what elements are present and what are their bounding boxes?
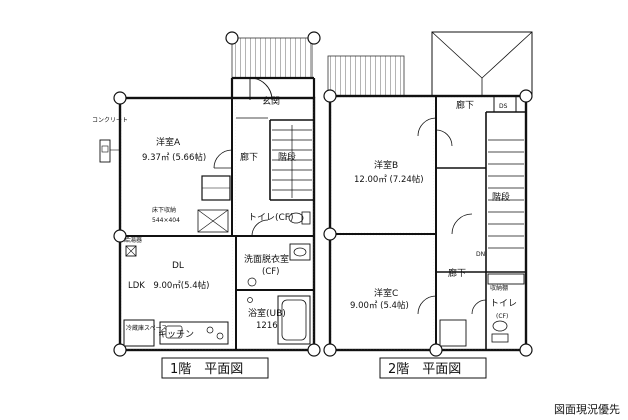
concrete-label: コンクリート [92,117,128,124]
toilet2-sub: (CF) [496,313,508,320]
ds-label: DS [499,103,508,110]
washroom-sub: (CF) [262,267,279,277]
ldk-label: LDK 9.00㎡(5.4帖) [128,280,209,291]
floor2-labels: 洋室B 12.00㎡ (7.24帖) 洋室C 9.00㎡ (5.4帖) 廊下 廊… [350,99,517,320]
room-c-area: 9.00㎡ (5.4帖) [350,300,409,311]
floor1-caption: 1階 平面図 [170,362,243,377]
floor2-plan [323,31,533,357]
storage-name: 床下収納 [152,206,176,214]
room-c-name: 洋室C [374,287,398,299]
toilet-label: トイレ(CF) [248,213,293,223]
room-a-name: 洋室A [156,136,181,148]
bath-label: 浴室(UB) [248,307,286,319]
dn-label: DN [476,251,485,258]
storage-size: 544×404 [152,217,180,224]
kaidan-label: 階段 [278,151,296,163]
floor1-labels: コンクリート 洋室A 9.37㎡ (5.66帖) 玄関 廊下 階段 トイレ(CF… [92,95,296,340]
shelf-label: 収納棚 [490,284,508,292]
stairs-label: 階段 [492,191,510,203]
hall-label: 廊下 [448,267,466,279]
toilet2-label: トイレ [490,299,517,309]
room-b-name: 洋室B [374,159,398,171]
washroom-label: 洗面脱衣室 [244,253,289,265]
room-a-area: 9.37㎡ (5.66帖) [142,152,206,163]
bath-sub: 1216 [256,321,278,331]
rouka-label: 廊下 [240,151,258,163]
fridge-label: 冷蔵庫スペース [126,324,167,332]
genkan-label: 玄関 [262,95,280,107]
floor2-caption-box [379,357,487,379]
boiler-label: 給湯器 [124,236,142,244]
floor1-plan [99,31,321,357]
floor2-caption: 2階 平面図 [388,362,461,377]
room-b-area: 12.00㎡ (7.24帖) [354,174,424,185]
kitchen-label: キッチン [158,329,194,340]
dl-label: DL [172,261,184,271]
drawing-note: 図面現況優先 [554,403,620,416]
hall-top-label: 廊下 [456,99,474,111]
floor1-caption-box [161,357,269,379]
